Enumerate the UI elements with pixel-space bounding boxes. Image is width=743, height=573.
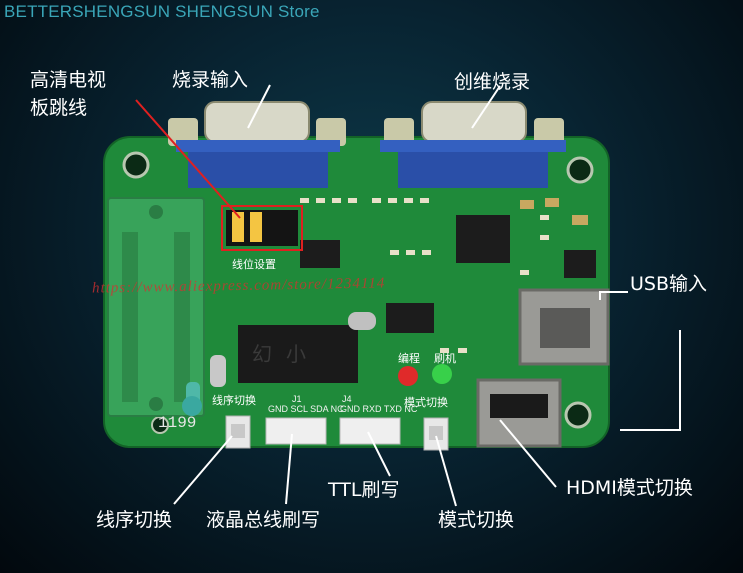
jumper-cap (250, 212, 262, 242)
zif-lever-knob (182, 396, 202, 416)
led-green (432, 364, 452, 384)
callout-line-order: 线序切换 (96, 509, 173, 531)
header-j1 (265, 417, 327, 445)
store-banner: BETTERSHENGSUN SHENGSUN Store (4, 2, 320, 21)
small-chip (564, 250, 596, 278)
callout-mode-switch: 模式切换 (438, 509, 515, 531)
mount-hole (564, 401, 592, 429)
silk-burn: 编程 (398, 352, 420, 365)
smd-parts (300, 198, 549, 353)
vga-connector-left (168, 101, 346, 188)
crystal (348, 312, 376, 330)
callout-lines (173, 84, 681, 507)
mcu-chip (456, 215, 510, 263)
silk-j4-pins: GND RXD TXD NC (340, 404, 418, 414)
callout-lcd-bus: 液晶总线刷写 (206, 509, 321, 531)
board-serial: 1199 (158, 414, 197, 432)
jumper-cap (232, 212, 244, 242)
regulator-chip (300, 240, 340, 268)
usb-chip (386, 303, 434, 333)
silk-mode: 模式切换 (404, 396, 448, 409)
led-red (398, 366, 418, 386)
silk-j1-pins: GND SCL SDA NC (268, 404, 344, 414)
mount-hole (566, 156, 594, 184)
callout-hdtv-jumper-2: 板跳线 (30, 97, 88, 119)
zif-socket (107, 197, 205, 417)
silk-line-order: 线序切换 (212, 394, 256, 407)
silk-flash: 刷机 (434, 352, 456, 365)
silk-j4: J4 (342, 394, 352, 404)
callout-ttl-flash: TTL刷写 (328, 479, 400, 501)
silk-j1: J1 (292, 394, 302, 404)
callout-burn-input: 烧录输入 (172, 69, 249, 91)
callout-chuangwei-burn: 创维烧录 (454, 71, 531, 93)
silk-line-position: 线位设置 (232, 258, 276, 271)
mount-hole (122, 151, 150, 179)
capacitors (520, 198, 588, 225)
callout-hdtv-jumper-1: 高清电视 (30, 69, 107, 91)
crystal-2 (210, 355, 226, 387)
callout-hdmi-mode: HDMI模式切换 (566, 477, 693, 499)
callout-usb-input: USB输入 (630, 273, 708, 295)
main-chip (238, 325, 358, 383)
vga-connector-right (380, 101, 566, 188)
header-j4 (339, 417, 401, 445)
chip-marking: 幻小 (252, 342, 320, 366)
callout-line-red (135, 99, 241, 219)
